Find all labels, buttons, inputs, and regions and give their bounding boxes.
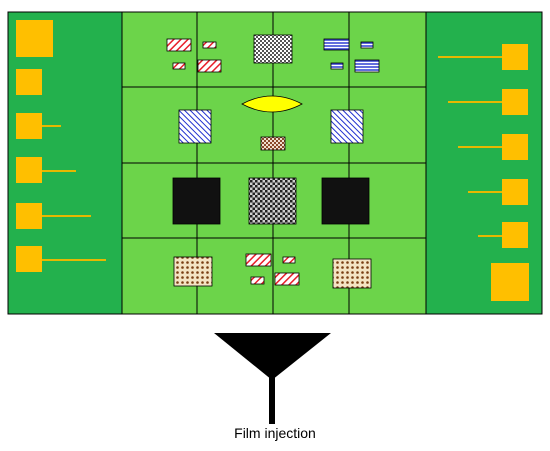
right-contact-pads [438, 44, 529, 301]
component-row-4 [173, 253, 372, 289]
blue-hatched-capacitor [323, 38, 350, 51]
right-pad [502, 89, 528, 115]
brown-checkered-chip [260, 136, 286, 151]
right-leads [438, 56, 502, 237]
left-leads [42, 125, 106, 261]
red-hatched-resistor [250, 276, 265, 285]
red-hatched-resistor [166, 38, 192, 52]
red-hatched-resistor [172, 62, 186, 70]
red-hatched-resistor [274, 272, 300, 286]
red-hatched-resistor [202, 41, 217, 49]
checkered-chip [253, 34, 293, 64]
left-pad [16, 246, 42, 272]
red-hatched-resistor [197, 59, 222, 73]
left-pad [16, 113, 42, 139]
component-row-3 [172, 177, 370, 225]
dotted-chip [173, 256, 213, 287]
black-ic-block [172, 177, 221, 225]
right-pad [502, 44, 528, 70]
blue-hatched-capacitor [330, 62, 344, 70]
right-pad [491, 263, 529, 301]
film-injection-label: Film injection [234, 425, 316, 441]
dotted-chip [332, 258, 372, 289]
right-pad [502, 222, 528, 248]
left-pad [16, 20, 53, 57]
right-pad [502, 134, 528, 160]
left-pad [16, 157, 42, 183]
left-contact-pads [16, 20, 106, 272]
component-row-2 [178, 95, 364, 151]
blue-hatched-chip [330, 109, 364, 144]
left-pad [16, 69, 42, 95]
red-hatched-resistor [282, 256, 296, 264]
red-hatched-resistor [245, 253, 272, 267]
dark-checkered-ic [248, 177, 297, 225]
left-pad [16, 203, 42, 229]
right-pad [502, 179, 528, 205]
blue-hatched-capacitor [354, 59, 380, 73]
component-row-1 [166, 34, 380, 73]
blue-hatched-chip [178, 109, 212, 144]
film-injection-funnel-icon [214, 333, 331, 424]
blue-hatched-capacitor [360, 41, 374, 49]
black-ic-block [321, 177, 370, 225]
yellow-lens-component [241, 95, 303, 113]
center-grid [122, 12, 426, 314]
